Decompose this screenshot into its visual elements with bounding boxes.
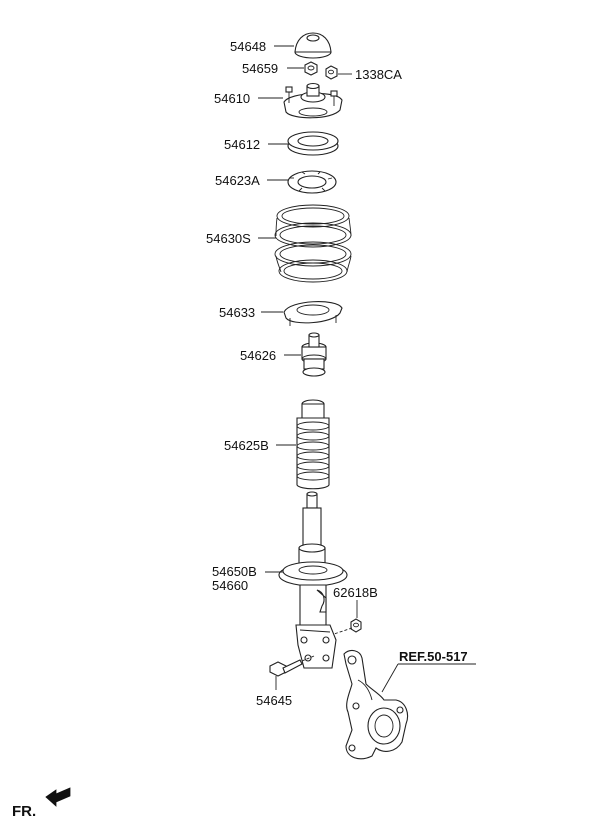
- label-62618b: 62618B: [333, 585, 378, 600]
- label-54648: 54648: [230, 39, 266, 54]
- part-54633-lower-spring-pad: [283, 301, 343, 326]
- label-54660: 54660: [212, 578, 248, 593]
- part-ref-50-517-steering-knuckle: [343, 649, 409, 760]
- label-54645: 54645: [256, 693, 292, 708]
- front-direction-arrow-icon: [45, 787, 71, 807]
- part-54626-bump-stopper: [301, 332, 327, 377]
- label-54650b: 54650B: [212, 564, 257, 579]
- part-1338ca-nut: [325, 65, 338, 80]
- part-54645-bolt: [269, 655, 315, 677]
- part-54659-nut: [304, 61, 318, 76]
- label-1338ca: 1338CA: [355, 67, 402, 82]
- label-54612: 54612: [224, 137, 260, 152]
- part-54612-bearing: [287, 131, 339, 156]
- label-54626: 54626: [240, 348, 276, 363]
- label-54633: 54633: [219, 305, 255, 320]
- label-54659: 54659: [242, 61, 278, 76]
- part-54610-strut-mount: [283, 82, 343, 119]
- part-54625b-dust-boot: [296, 399, 330, 490]
- label-ref-50-517: REF.50-517: [399, 649, 468, 664]
- leader-62618b-dash: [333, 627, 353, 635]
- label-54610: 54610: [214, 91, 250, 106]
- part-54623a-spring-seat: [287, 170, 337, 194]
- front-label: FR.: [12, 803, 36, 820]
- part-54648-dust-cap: [294, 32, 332, 59]
- part-62618b-nut: [350, 618, 362, 633]
- part-54630s-coil-spring: [274, 204, 352, 283]
- leader-ref: [381, 663, 399, 693]
- label-54623a: 54623A: [215, 173, 260, 188]
- label-54625b: 54625B: [224, 438, 269, 453]
- label-54630s: 54630S: [206, 231, 251, 246]
- part-54650b-strut-assembly: [278, 491, 348, 669]
